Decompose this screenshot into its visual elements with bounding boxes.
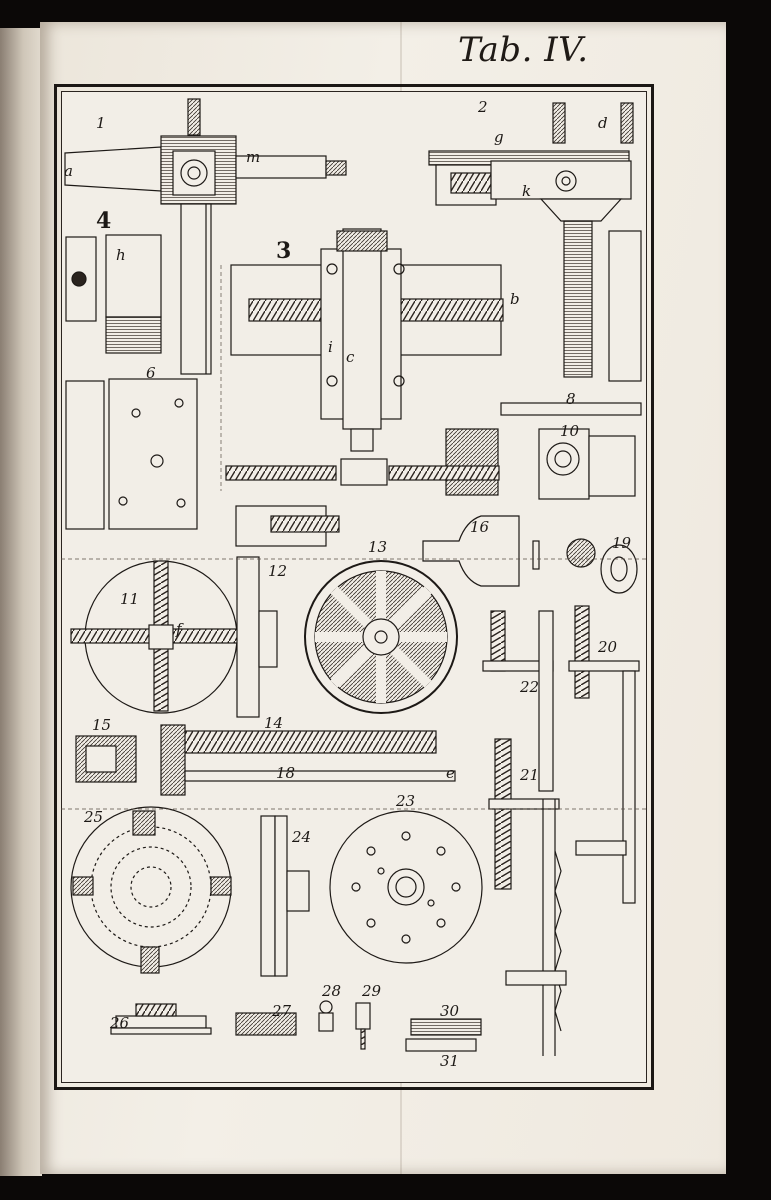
figure-label-3: 3: [276, 238, 292, 264]
part-letter-g: g: [494, 128, 504, 146]
figure-23-drawing: [329, 810, 483, 964]
figure-3-drawing: [230, 228, 504, 452]
part-letter-k: k: [522, 182, 532, 200]
part-letter-f: f: [176, 620, 182, 638]
figure-label-6: 6: [146, 364, 156, 382]
part-letter-e: e: [446, 764, 455, 782]
figure-label-30: 30: [440, 1002, 460, 1020]
figure-label-4: 4: [96, 208, 112, 234]
part-letter-b: b: [510, 290, 520, 308]
figure-label-28: 28: [322, 982, 342, 1000]
figure-14-18-drawing: [75, 724, 456, 796]
figure-label-12: 12: [268, 562, 288, 580]
figure-11-drawing: [70, 560, 252, 714]
part-letter-a: a: [64, 162, 73, 180]
figure-13-drawing: [304, 560, 458, 714]
figure-label-24: 24: [292, 828, 312, 846]
part-letter-c: c: [346, 348, 355, 366]
figure-label-2: 2: [478, 98, 488, 116]
figure-label-25: 25: [84, 808, 104, 826]
figure-label-26: 26: [110, 1014, 130, 1032]
figure-label-14: 14: [264, 714, 284, 732]
figure-label-18: 18: [276, 764, 296, 782]
figure-24-drawing: [260, 815, 310, 977]
figure-label-19: 19: [612, 534, 632, 552]
figure-label-21: 21: [520, 766, 540, 784]
figure-label-31: 31: [440, 1052, 460, 1070]
figure-label-27: 27: [272, 1002, 292, 1020]
figure-label-20: 20: [598, 638, 618, 656]
figure-label-1: 1: [96, 114, 106, 132]
figure-label-22: 22: [520, 678, 540, 696]
figure-label-15: 15: [92, 716, 112, 734]
engraving-drawing: [61, 98, 647, 1056]
figure-8-10-drawing: [445, 402, 642, 500]
plate-title: Tab. IV.: [458, 30, 589, 70]
figures-17-19-drawing: [532, 538, 638, 594]
plate-border-outer: [54, 84, 654, 1090]
figure-label-23: 23: [396, 792, 416, 810]
figures-26-31-drawing: [110, 1000, 482, 1052]
figure-label-13: 13: [368, 538, 388, 556]
figure-label-8: 8: [566, 390, 576, 408]
part-letter-m: m: [246, 148, 261, 166]
figure-16-drawing: [235, 505, 520, 587]
adjacent-page-edge: [0, 28, 42, 1176]
figure-label-16: 16: [470, 518, 490, 536]
figure-25-drawing: [70, 806, 232, 974]
figure-2-drawing: [428, 102, 642, 382]
figures-20-22-drawing: [482, 605, 640, 1056]
figure-4-drawing: [65, 234, 162, 354]
figure-label-11: 11: [120, 590, 140, 608]
long-screw-drawing: [225, 458, 500, 486]
figure-label-10: 10: [560, 422, 580, 440]
figure-1-drawing: [64, 98, 347, 375]
part-letter-h: h: [116, 246, 126, 264]
figure-label-29: 29: [362, 982, 382, 1000]
figure-6-drawing: [65, 378, 198, 530]
part-letter-i: i: [328, 338, 333, 356]
figure-12-drawing: [236, 556, 278, 718]
part-letter-d: d: [598, 114, 608, 132]
